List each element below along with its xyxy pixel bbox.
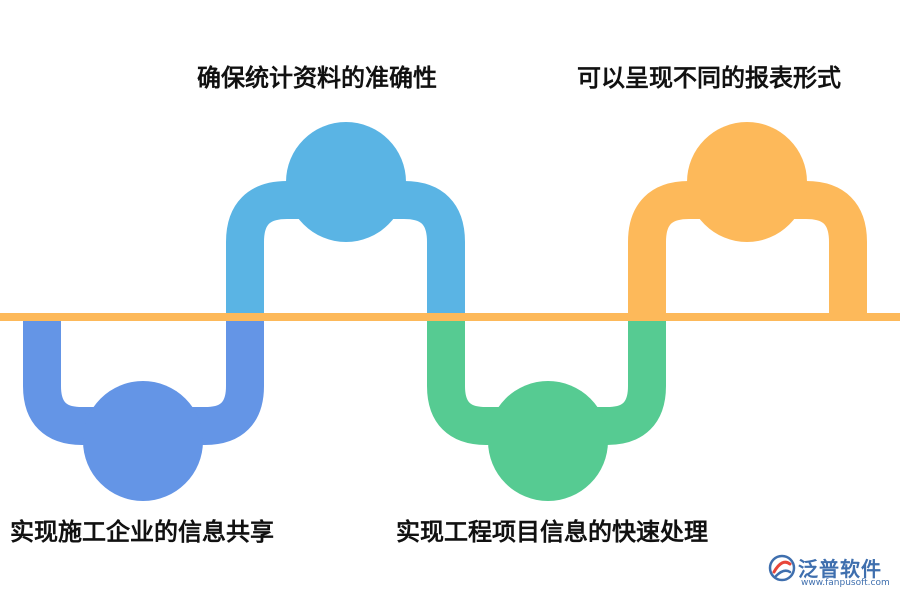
brand-logo: 泛普软件 www.fanpusoft.com — [768, 552, 894, 592]
step1-label: 实现施工企业的信息共享 — [10, 518, 274, 546]
step3-node — [488, 381, 608, 501]
step4-node — [687, 122, 807, 242]
step4-tube — [628, 181, 867, 317]
brand-name: 泛普软件 — [798, 557, 882, 581]
step4-loop — [628, 122, 867, 317]
step1-node — [83, 381, 203, 501]
step2-node — [286, 122, 406, 242]
step2-tube — [226, 181, 465, 317]
brand-mark-icon — [768, 554, 796, 582]
step3-label: 实现工程项目信息的快速处理 — [396, 518, 708, 546]
step1-tube — [23, 317, 264, 445]
step3-tube — [427, 317, 666, 445]
step3-loop — [427, 317, 666, 501]
step1-loop — [23, 317, 264, 501]
step2-label: 确保统计资料的准确性 — [197, 64, 437, 92]
step2-loop — [226, 122, 465, 317]
step4-label: 可以呈现不同的报表形式 — [577, 64, 841, 92]
brand-url: www.fanpusoft.com — [801, 578, 890, 588]
axis-line — [0, 313, 900, 321]
